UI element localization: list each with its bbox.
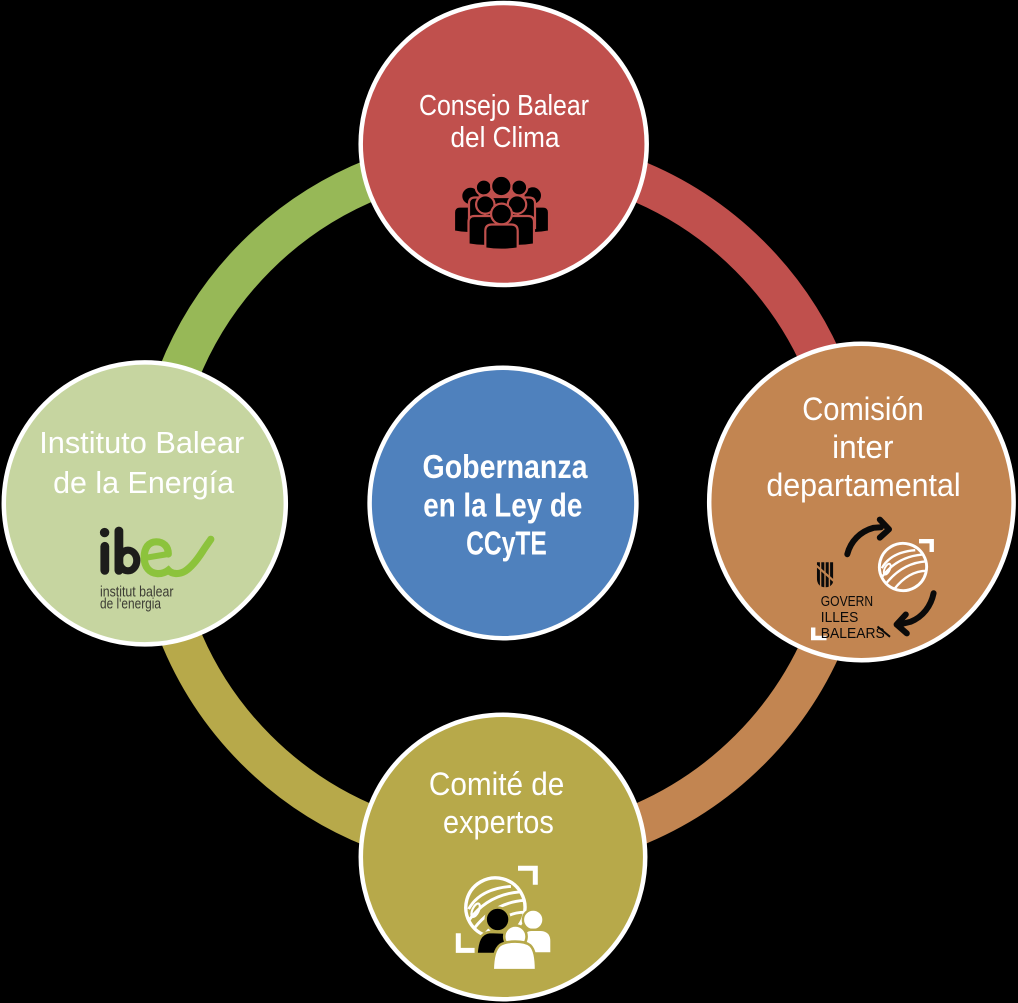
- svg-text:Comité de: Comité de: [429, 766, 565, 802]
- svg-text:en la Ley de: en la Ley de: [423, 486, 582, 523]
- svg-text:departamental: departamental: [766, 467, 960, 503]
- svg-text:inter: inter: [832, 429, 894, 465]
- svg-text:Instituto Balear: Instituto Balear: [39, 425, 244, 460]
- svg-text:Consejo Balear: Consejo Balear: [419, 90, 589, 122]
- svg-text:Comisión: Comisión: [802, 391, 924, 427]
- svg-text:Gobernanza: Gobernanza: [423, 448, 589, 485]
- svg-text:de l'energia: de l'energia: [100, 595, 162, 612]
- svg-text:expertos: expertos: [443, 804, 554, 840]
- svg-text:GOVERN: GOVERN: [821, 594, 873, 610]
- svg-text:de la Energía: de la Energía: [53, 465, 235, 500]
- svg-text:del Clima: del Clima: [451, 122, 560, 154]
- svg-text:ILLES: ILLES: [821, 610, 859, 626]
- svg-text:BALEARS: BALEARS: [821, 626, 885, 642]
- svg-text:institut balear: institut balear: [100, 584, 174, 601]
- svg-text:CCyTE: CCyTE: [466, 525, 547, 562]
